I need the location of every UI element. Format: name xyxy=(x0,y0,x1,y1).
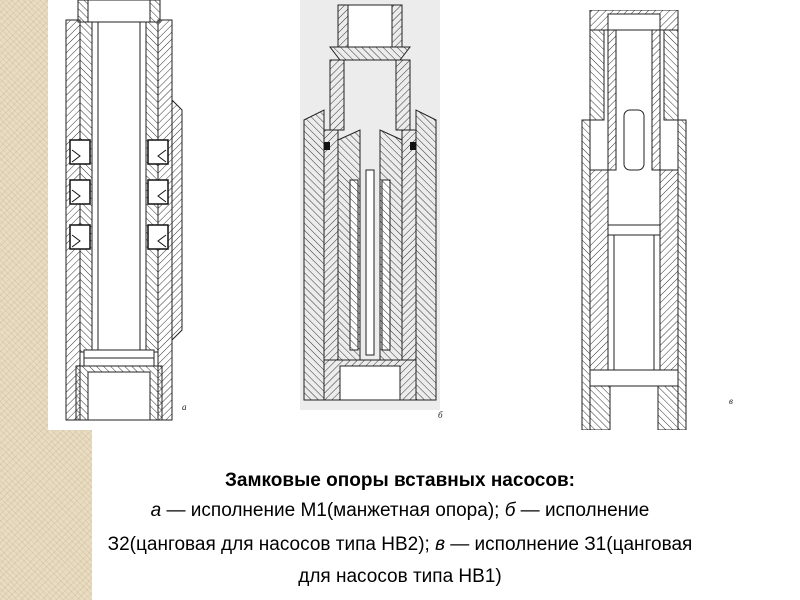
caption-line-3: для насосов типа НВ1) xyxy=(298,566,502,587)
caption-text-b: — исполнение xyxy=(515,500,650,521)
housing-right xyxy=(415,109,437,401)
figure-label-c: в xyxy=(729,396,733,406)
drawing-a-svg xyxy=(65,0,183,421)
collar xyxy=(607,224,661,236)
figure-label-a: а xyxy=(182,402,187,412)
caption-text-b-cont: З2(цанговая для насосов типа НВ2); xyxy=(107,534,436,555)
caption-letter-b: б xyxy=(504,500,516,521)
caption-letter-a: а xyxy=(150,500,162,521)
housing-wall-left xyxy=(65,19,81,421)
seal-right xyxy=(410,142,416,150)
cup-seals xyxy=(69,139,169,250)
seal-left xyxy=(324,142,330,150)
collet-fingers xyxy=(323,129,417,361)
figure-label-b: б xyxy=(438,410,443,420)
drawing-lock-support-z1 xyxy=(578,10,690,430)
outer-body-right xyxy=(677,119,687,430)
housing-left xyxy=(303,109,325,401)
caption-letter-c: в xyxy=(435,534,445,555)
nozzle xyxy=(328,46,412,61)
drawing-lock-support-z2 xyxy=(300,0,440,410)
caption-text-a: — исполнение М1(манжетная опора); xyxy=(161,500,505,521)
drawing-c-svg xyxy=(581,10,687,430)
outer-body-left xyxy=(581,119,591,430)
caption-title: Замковые опоры вставных насосов: xyxy=(225,470,575,491)
drawing-lock-support-m1 xyxy=(48,0,190,430)
caption-line-1: а — исполнение М1(манжетная опора); б — … xyxy=(20,500,780,522)
outer-bulge xyxy=(171,98,183,342)
window-slot xyxy=(623,109,645,171)
caption-line-2: З2(цанговая для насосов типа НВ2); в — и… xyxy=(20,534,780,556)
lower-ring xyxy=(589,369,679,387)
drawing-b-svg xyxy=(303,4,437,401)
housing-wall-right xyxy=(157,19,173,421)
caption-text-c: — исполнение З1(цанговая xyxy=(445,534,693,555)
